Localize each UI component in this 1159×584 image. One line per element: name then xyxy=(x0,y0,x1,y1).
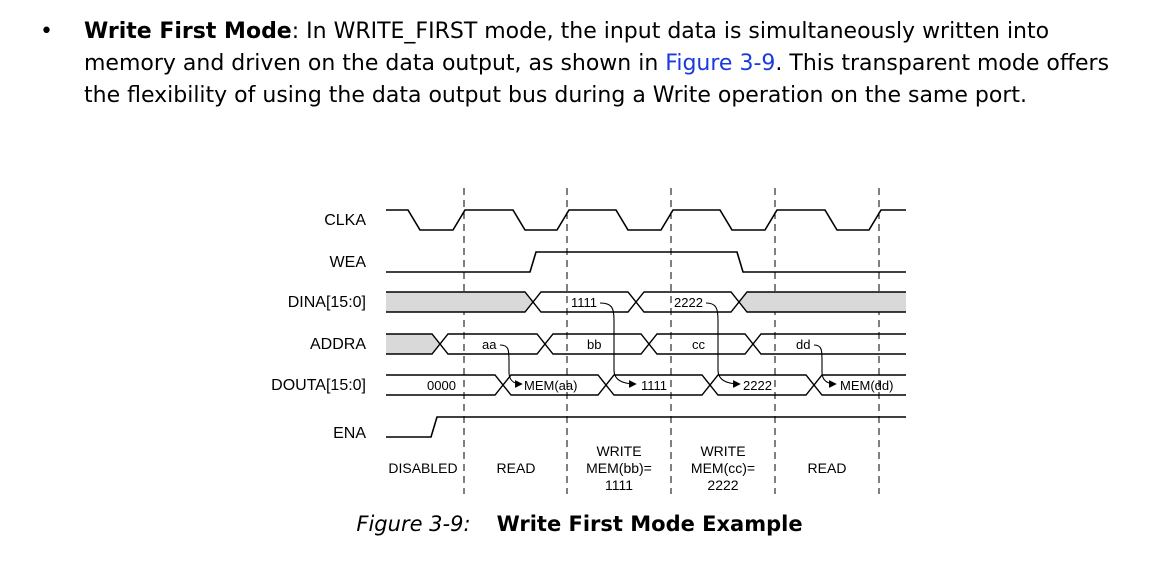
figure-caption: Figure 3-9: Write First Mode Example xyxy=(0,508,1159,540)
douta-value-0000: 0000 xyxy=(427,378,456,393)
bullet-dot: • xyxy=(40,19,53,44)
arrow-2222-to-douta xyxy=(705,302,741,388)
douta-bus: 0000 MEM(aa) 1111 2222 MEM(dd) xyxy=(386,374,906,396)
phase-label-write-cc-2: MEM(cc)= xyxy=(691,460,755,476)
paragraph-text-2: . This transparent mode offers the flexi… xyxy=(84,51,1110,108)
phase-boundaries xyxy=(463,188,880,494)
addra-value-cc: cc xyxy=(692,337,706,352)
caption-label: Figure 3-9: xyxy=(356,512,471,536)
dina-bus: 1111 2222 xyxy=(386,291,906,313)
phase-label-write-bb-1: WRITE xyxy=(596,443,641,459)
wea-waveform xyxy=(386,251,906,273)
term-heading: Write First Mode xyxy=(84,19,292,44)
dina-shade-left xyxy=(386,292,533,312)
signal-label-douta: DOUTA[15:0] xyxy=(271,377,366,394)
paragraph-text-1: : In WRITE_FIRST mode, the input data is… xyxy=(84,19,1050,76)
addra-value-dd: dd xyxy=(796,337,810,352)
paragraph: Write First Mode: In WRITE_FIRST mode, t… xyxy=(84,16,1120,112)
phase-label-disabled: DISABLED xyxy=(388,460,457,476)
phase-label-write-bb-3: 1111 xyxy=(605,477,633,493)
clka-waveform xyxy=(386,209,906,231)
dina-value-2222: 2222 xyxy=(674,295,703,310)
signal-label-dina: DINA[15:0] xyxy=(288,294,366,311)
addra-value-bb: bb xyxy=(587,337,601,352)
phase-label-write-cc-3: 2222 xyxy=(707,477,738,493)
signal-label-clka: CLKA xyxy=(324,212,366,229)
signal-label-ena: ENA xyxy=(333,425,366,442)
timing-diagram: CLKA WEA DINA[15:0] ADDRA DOUTA[15:0] EN… xyxy=(271,188,906,494)
arrow-dd-to-mem-dd xyxy=(813,344,837,388)
douta-value-mem-aa: MEM(aa) xyxy=(524,378,577,393)
phase-label-write-cc-1: WRITE xyxy=(700,443,745,459)
figure-link[interactable]: Figure 3-9 xyxy=(665,51,776,76)
caption-title: Write First Mode Example xyxy=(496,512,803,536)
arrow-aa-to-mem-aa xyxy=(499,344,523,388)
signal-label-wea: WEA xyxy=(330,254,367,271)
douta-value-1111: 1111 xyxy=(641,378,667,393)
addra-value-aa: aa xyxy=(482,337,497,352)
douta-value-mem-dd: MEM(dd) xyxy=(840,378,893,393)
douta-value-2222: 2222 xyxy=(743,378,772,393)
ena-waveform xyxy=(386,416,906,438)
signal-label-addra: ADDRA xyxy=(310,336,366,353)
phase-label-read-1: READ xyxy=(497,460,536,476)
phase-label-write-bb-2: MEM(bb)= xyxy=(586,460,652,476)
dina-shade-right xyxy=(739,292,906,312)
phase-label-read-2: READ xyxy=(808,460,847,476)
arrow-1111-to-douta xyxy=(599,302,637,388)
addra-bus: aa bb cc dd xyxy=(386,333,906,355)
dina-value-1111: 1111 xyxy=(571,295,597,310)
addra-shade xyxy=(386,334,440,354)
